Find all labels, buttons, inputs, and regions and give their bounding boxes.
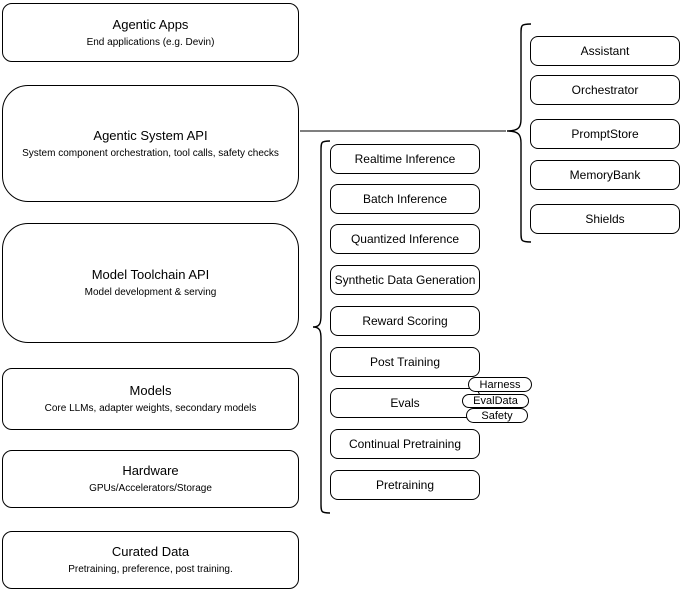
box-title: Model Toolchain API <box>91 267 210 282</box>
box-label: PromptStore <box>571 127 639 141</box>
box-orchestrator: Orchestrator <box>530 75 680 105</box>
toolchain-group-brace <box>312 140 331 514</box>
pill-evaldata: EvalData <box>462 394 529 408</box>
box-synthetic-data-generation: Synthetic Data Generation <box>330 265 480 295</box>
box-continual-pretraining: Continual Pretraining <box>330 429 480 459</box>
box-agentic-apps: Agentic Apps End applications (e.g. Devi… <box>2 3 299 62</box>
box-quantized-inference: Quantized Inference <box>330 224 480 254</box>
box-hardware: Hardware GPUs/Accelerators/Storage <box>2 450 299 508</box>
box-memorybank: MemoryBank <box>530 160 680 190</box>
box-label: Batch Inference <box>362 192 448 206</box>
box-label: Pretraining <box>375 478 435 492</box>
box-title: Agentic Apps <box>112 16 189 32</box>
box-label: MemoryBank <box>569 168 641 182</box>
box-label: Synthetic Data Generation <box>334 273 476 287</box>
box-subtitle: End applications (e.g. Devin) <box>86 36 215 48</box>
box-assistant: Assistant <box>530 36 680 66</box>
box-batch-inference: Batch Inference <box>330 184 480 214</box>
box-title: Agentic System API <box>93 127 208 143</box>
box-label: Reward Scoring <box>362 314 448 328</box>
box-post-training: Post Training <box>330 347 480 377</box>
box-title: Models <box>129 383 172 398</box>
box-realtime-inference: Realtime Inference <box>330 144 480 174</box>
box-models: Models Core LLMs, adapter weights, secon… <box>2 368 299 430</box>
box-title: Curated Data <box>111 544 190 559</box>
box-subtitle: GPUs/Accelerators/Storage <box>89 483 212 494</box>
box-subtitle: Model development & serving <box>84 287 217 298</box>
box-title: Hardware <box>122 463 179 478</box>
box-evals: Evals <box>330 388 480 418</box>
pill-safety: Safety <box>466 408 528 423</box>
pill-label: Safety <box>481 409 513 422</box>
box-promptstore: PromptStore <box>530 119 680 149</box>
box-label: Shields <box>585 212 625 226</box>
box-label: Assistant <box>580 44 630 58</box>
box-curated-data: Curated Data Pretraining, preference, po… <box>2 531 299 589</box>
box-label: Evals <box>390 396 420 410</box>
box-shields: Shields <box>530 204 680 234</box>
box-agentic-system-api: Agentic System API System component orch… <box>2 85 299 202</box>
box-label: Realtime Inference <box>354 152 456 166</box>
box-model-toolchain-api: Model Toolchain API Model development & … <box>2 223 299 343</box>
pill-label: EvalData <box>473 395 518 407</box>
box-label: Orchestrator <box>571 83 639 97</box>
pill-harness: Harness <box>468 377 532 392</box>
box-label: Post Training <box>369 355 441 369</box>
system-group-brace <box>506 23 532 243</box>
box-pretraining: Pretraining <box>330 470 480 500</box>
pill-label: Harness <box>479 378 521 391</box>
box-subtitle: Core LLMs, adapter weights, secondary mo… <box>44 403 257 414</box>
box-label: Continual Pretraining <box>348 437 462 451</box>
box-reward-scoring: Reward Scoring <box>330 306 480 336</box>
box-subtitle: System component orchestration, tool cal… <box>22 147 279 159</box>
box-subtitle: Pretraining, preference, post training. <box>68 564 233 575</box>
box-label: Quantized Inference <box>350 232 460 246</box>
